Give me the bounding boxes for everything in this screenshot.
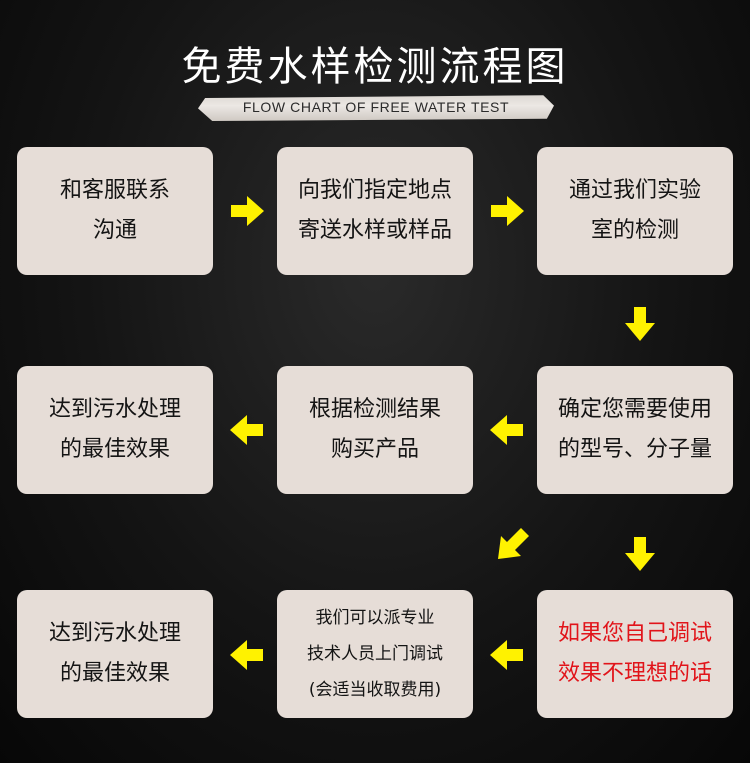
arrow-left-icon <box>230 415 263 445</box>
step-best-result-1: 达到污水处理 的最佳效果 <box>17 366 213 494</box>
step-text: 确定您需要使用 的型号、分子量 <box>557 397 712 462</box>
arrow-left-icon <box>230 640 263 670</box>
page-title: 免费水样检测流程图 <box>181 44 569 90</box>
arrow-down-left-icon <box>498 528 529 559</box>
subtitle-brush-stroke <box>198 95 554 121</box>
step-onsite-technician: 我们可以派专业 技术人员上门调试 (会适当收取费用) <box>277 590 473 718</box>
arrow-down-icon <box>625 537 655 571</box>
step-text: 达到污水处理 的最佳效果 <box>48 397 181 462</box>
page-subtitle: FLOW CHART OF FREE WATER TEST <box>242 99 510 115</box>
step-text: 如果您自己调试 效果不理想的话 <box>557 621 712 686</box>
step-text: 和客服联系 沟通 <box>59 178 170 243</box>
step-text: 根据检测结果 购买产品 <box>308 397 441 462</box>
step-buy-product: 根据检测结果 购买产品 <box>277 366 473 494</box>
step-self-debug-unsatisfied: 如果您自己调试 效果不理想的话 <box>537 590 733 718</box>
step-contact-service: 和客服联系 沟通 <box>17 147 213 275</box>
step-text: 通过我们实验 室的检测 <box>568 178 701 243</box>
step-text: 向我们指定地点 寄送水样或样品 <box>297 178 452 243</box>
step-best-result-2: 达到污水处理 的最佳效果 <box>17 590 213 718</box>
arrow-down-icon <box>625 307 655 341</box>
step-determine-model: 确定您需要使用 的型号、分子量 <box>537 366 733 494</box>
arrow-left-icon <box>490 640 523 670</box>
step-text: 我们可以派专业 技术人员上门调试 (会适当收取费用) <box>307 608 443 700</box>
step-lab-test: 通过我们实验 室的检测 <box>537 147 733 275</box>
arrow-right-icon <box>491 196 524 226</box>
arrow-left-icon <box>490 415 523 445</box>
arrow-right-icon <box>231 196 264 226</box>
step-text: 达到污水处理 的最佳效果 <box>48 621 181 686</box>
step-send-sample: 向我们指定地点 寄送水样或样品 <box>277 147 473 275</box>
